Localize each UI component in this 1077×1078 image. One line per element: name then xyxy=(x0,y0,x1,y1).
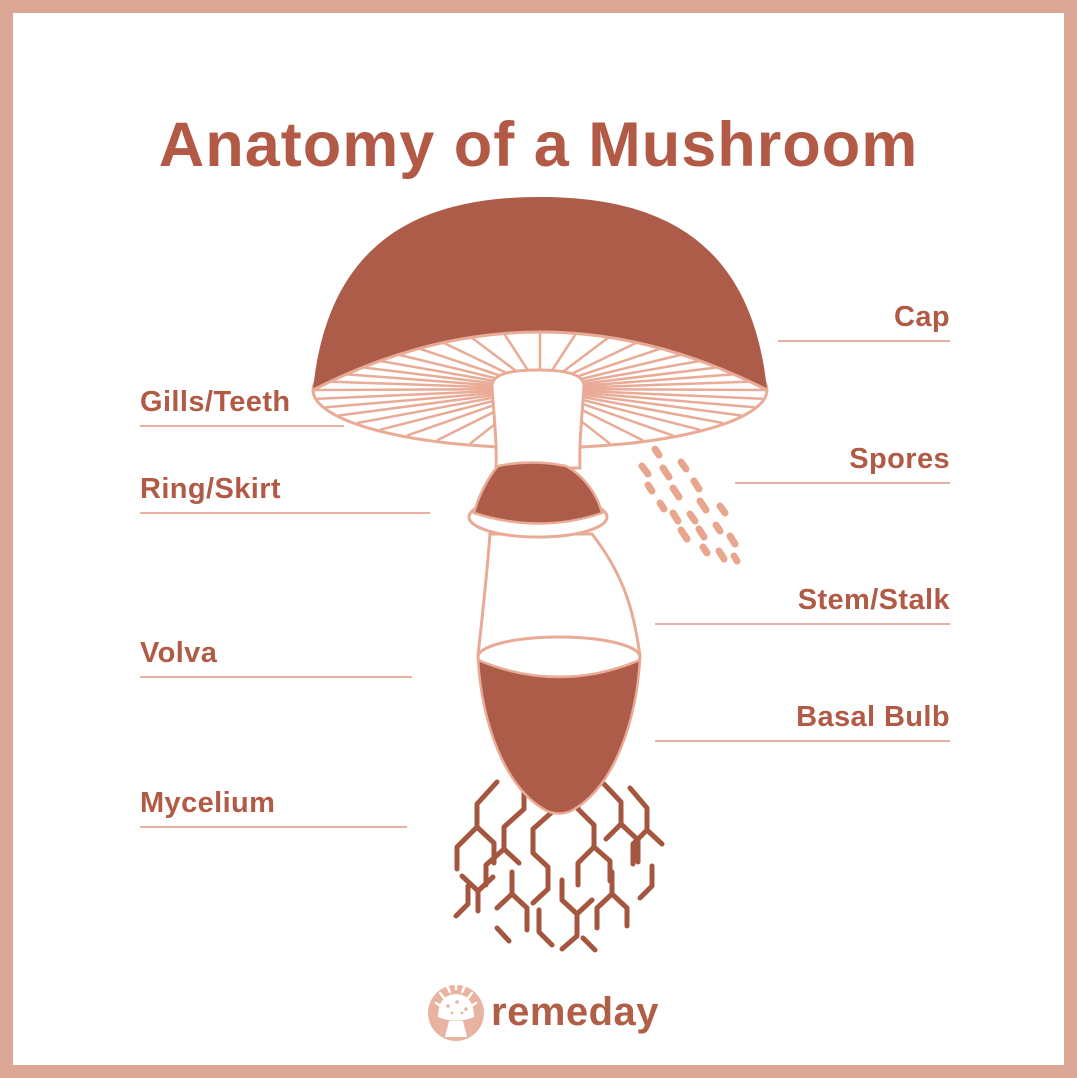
label-mycelium: Mycelium xyxy=(140,789,407,828)
label-cap: Cap xyxy=(778,303,950,342)
label-mycelium-text: Mycelium xyxy=(140,787,276,819)
label-mycelium-underline xyxy=(140,826,407,828)
label-ring-skirt-underline xyxy=(140,512,430,514)
label-spores-underline xyxy=(735,482,950,484)
label-cap-text: Cap xyxy=(894,301,950,333)
label-ring-skirt-text: Ring/Skirt xyxy=(140,473,281,505)
mycelium-roots xyxy=(453,779,665,953)
page-title: Anatomy of a Mushroom xyxy=(158,110,919,181)
basal-bulb-shape xyxy=(476,658,642,815)
label-cap-underline xyxy=(778,340,950,342)
label-stem-stalk-text: Stem/Stalk xyxy=(797,584,950,616)
label-volva-text: Volva xyxy=(140,637,218,669)
label-stem-stalk: Stem/Stalk xyxy=(655,586,950,625)
label-spores: Spores xyxy=(735,445,950,484)
stem-top-shape xyxy=(490,368,586,470)
label-stem-stalk-underline xyxy=(655,623,950,625)
label-gills-teeth: Gills/Teeth xyxy=(140,388,344,427)
logo-wordmark: remeday xyxy=(491,990,660,1034)
label-gills-teeth-text: Gills/Teeth xyxy=(140,386,291,418)
label-gills-teeth-underline xyxy=(140,425,344,427)
label-basal-bulb-text: Basal Bulb xyxy=(796,701,950,733)
mushroom-icon xyxy=(428,981,484,1041)
label-ring-skirt: Ring/Skirt xyxy=(140,475,430,514)
label-basal-bulb: Basal Bulb xyxy=(655,703,950,742)
label-volva-underline xyxy=(140,676,412,678)
cap-inner-edge xyxy=(312,330,768,392)
spores-dots xyxy=(638,445,741,565)
label-volva: Volva xyxy=(140,639,412,678)
label-basal-bulb-underline xyxy=(655,740,950,742)
cap-shape xyxy=(313,197,767,390)
label-spores-text: Spores xyxy=(849,443,950,475)
ring-skirt-shape xyxy=(472,461,604,525)
